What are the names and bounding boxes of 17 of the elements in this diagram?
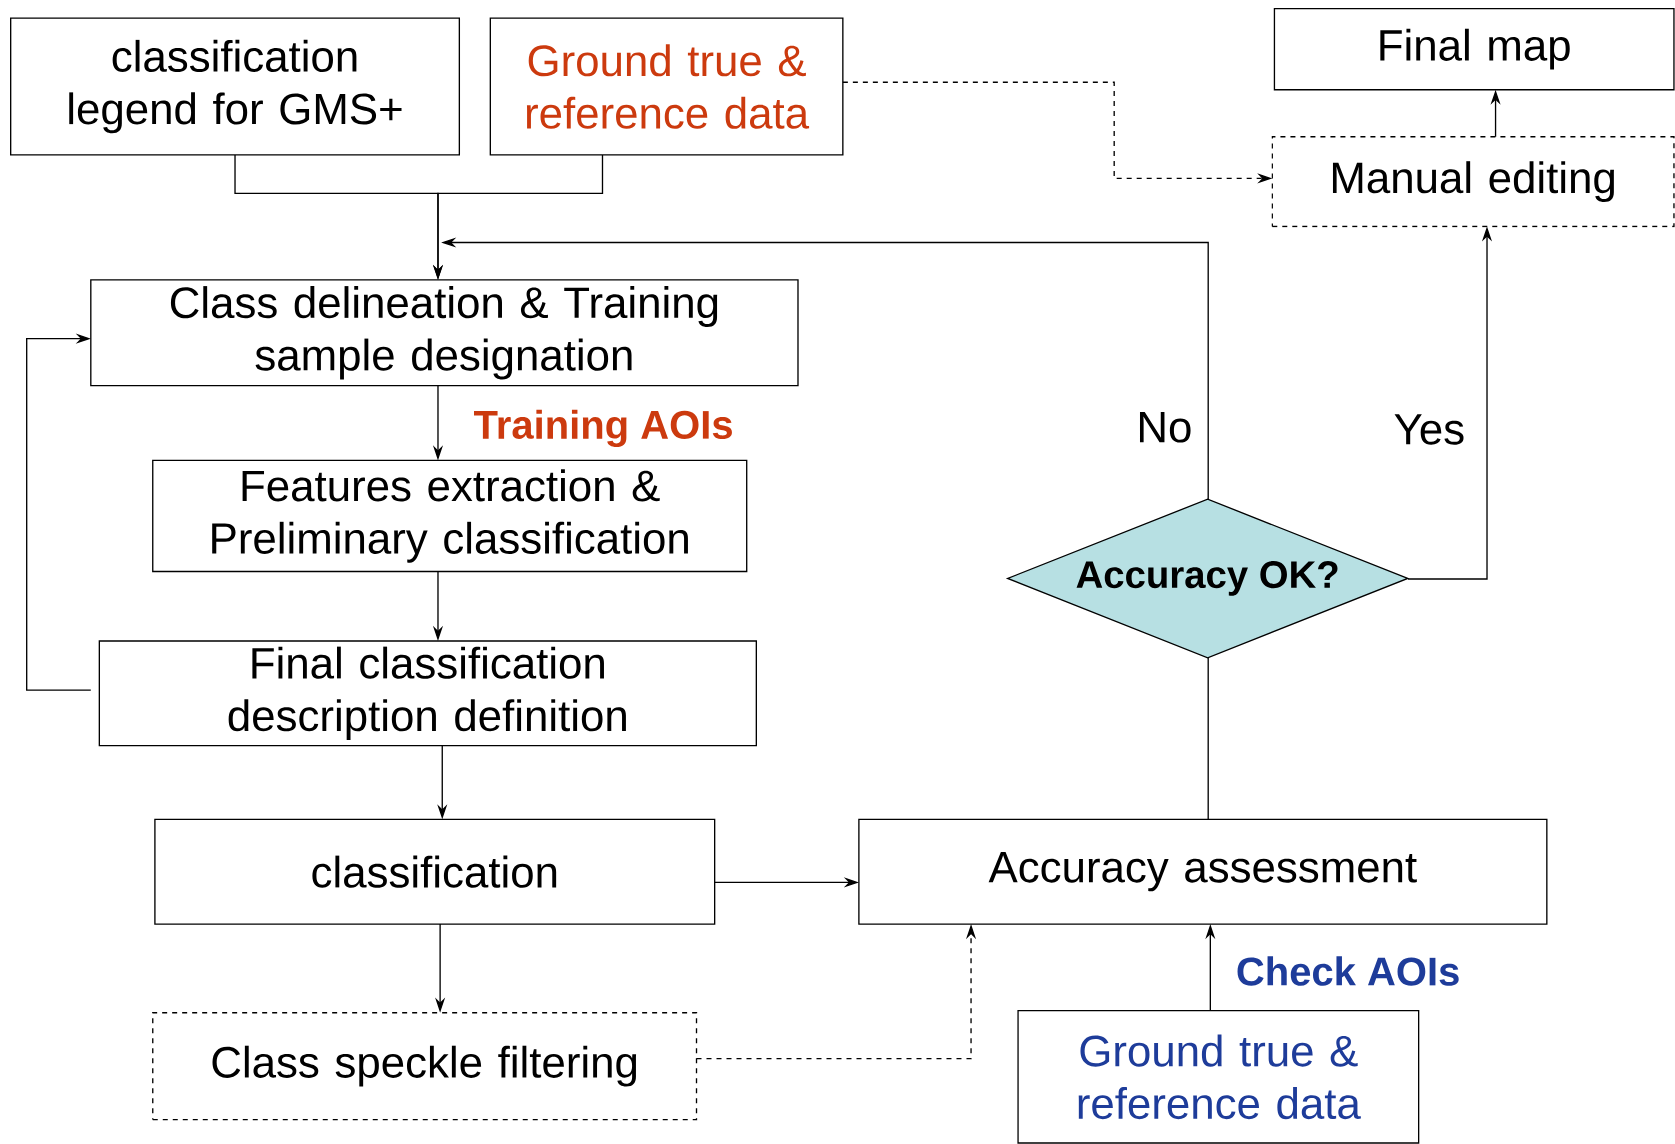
edge-label: Yes [1391,412,1467,447]
arrow [26,333,92,691]
dashed-process-box: Manual editing [1271,136,1675,228]
process-box: Final map [1273,7,1675,91]
edge-label: No [1134,410,1195,445]
connector-line [1207,657,1209,820]
process-box: Accuracy assessment [858,818,1548,925]
process-box: Final classification description definition [98,640,757,747]
process-box: classification legend for GMS+ [10,17,460,156]
dashed-process-box: Class speckle filtering [152,1012,698,1121]
process-box: Ground true & reference data [489,17,844,156]
process-box: Features extraction & Preliminary classification [152,459,748,573]
edge-label: Check AOIs [1234,954,1463,988]
process-box: Ground true & reference data [1017,1009,1420,1144]
edge-label: Training AOIs [471,407,736,449]
process-box: classification [154,818,716,925]
process-box: Class delineation & Training sample designation [90,279,799,387]
